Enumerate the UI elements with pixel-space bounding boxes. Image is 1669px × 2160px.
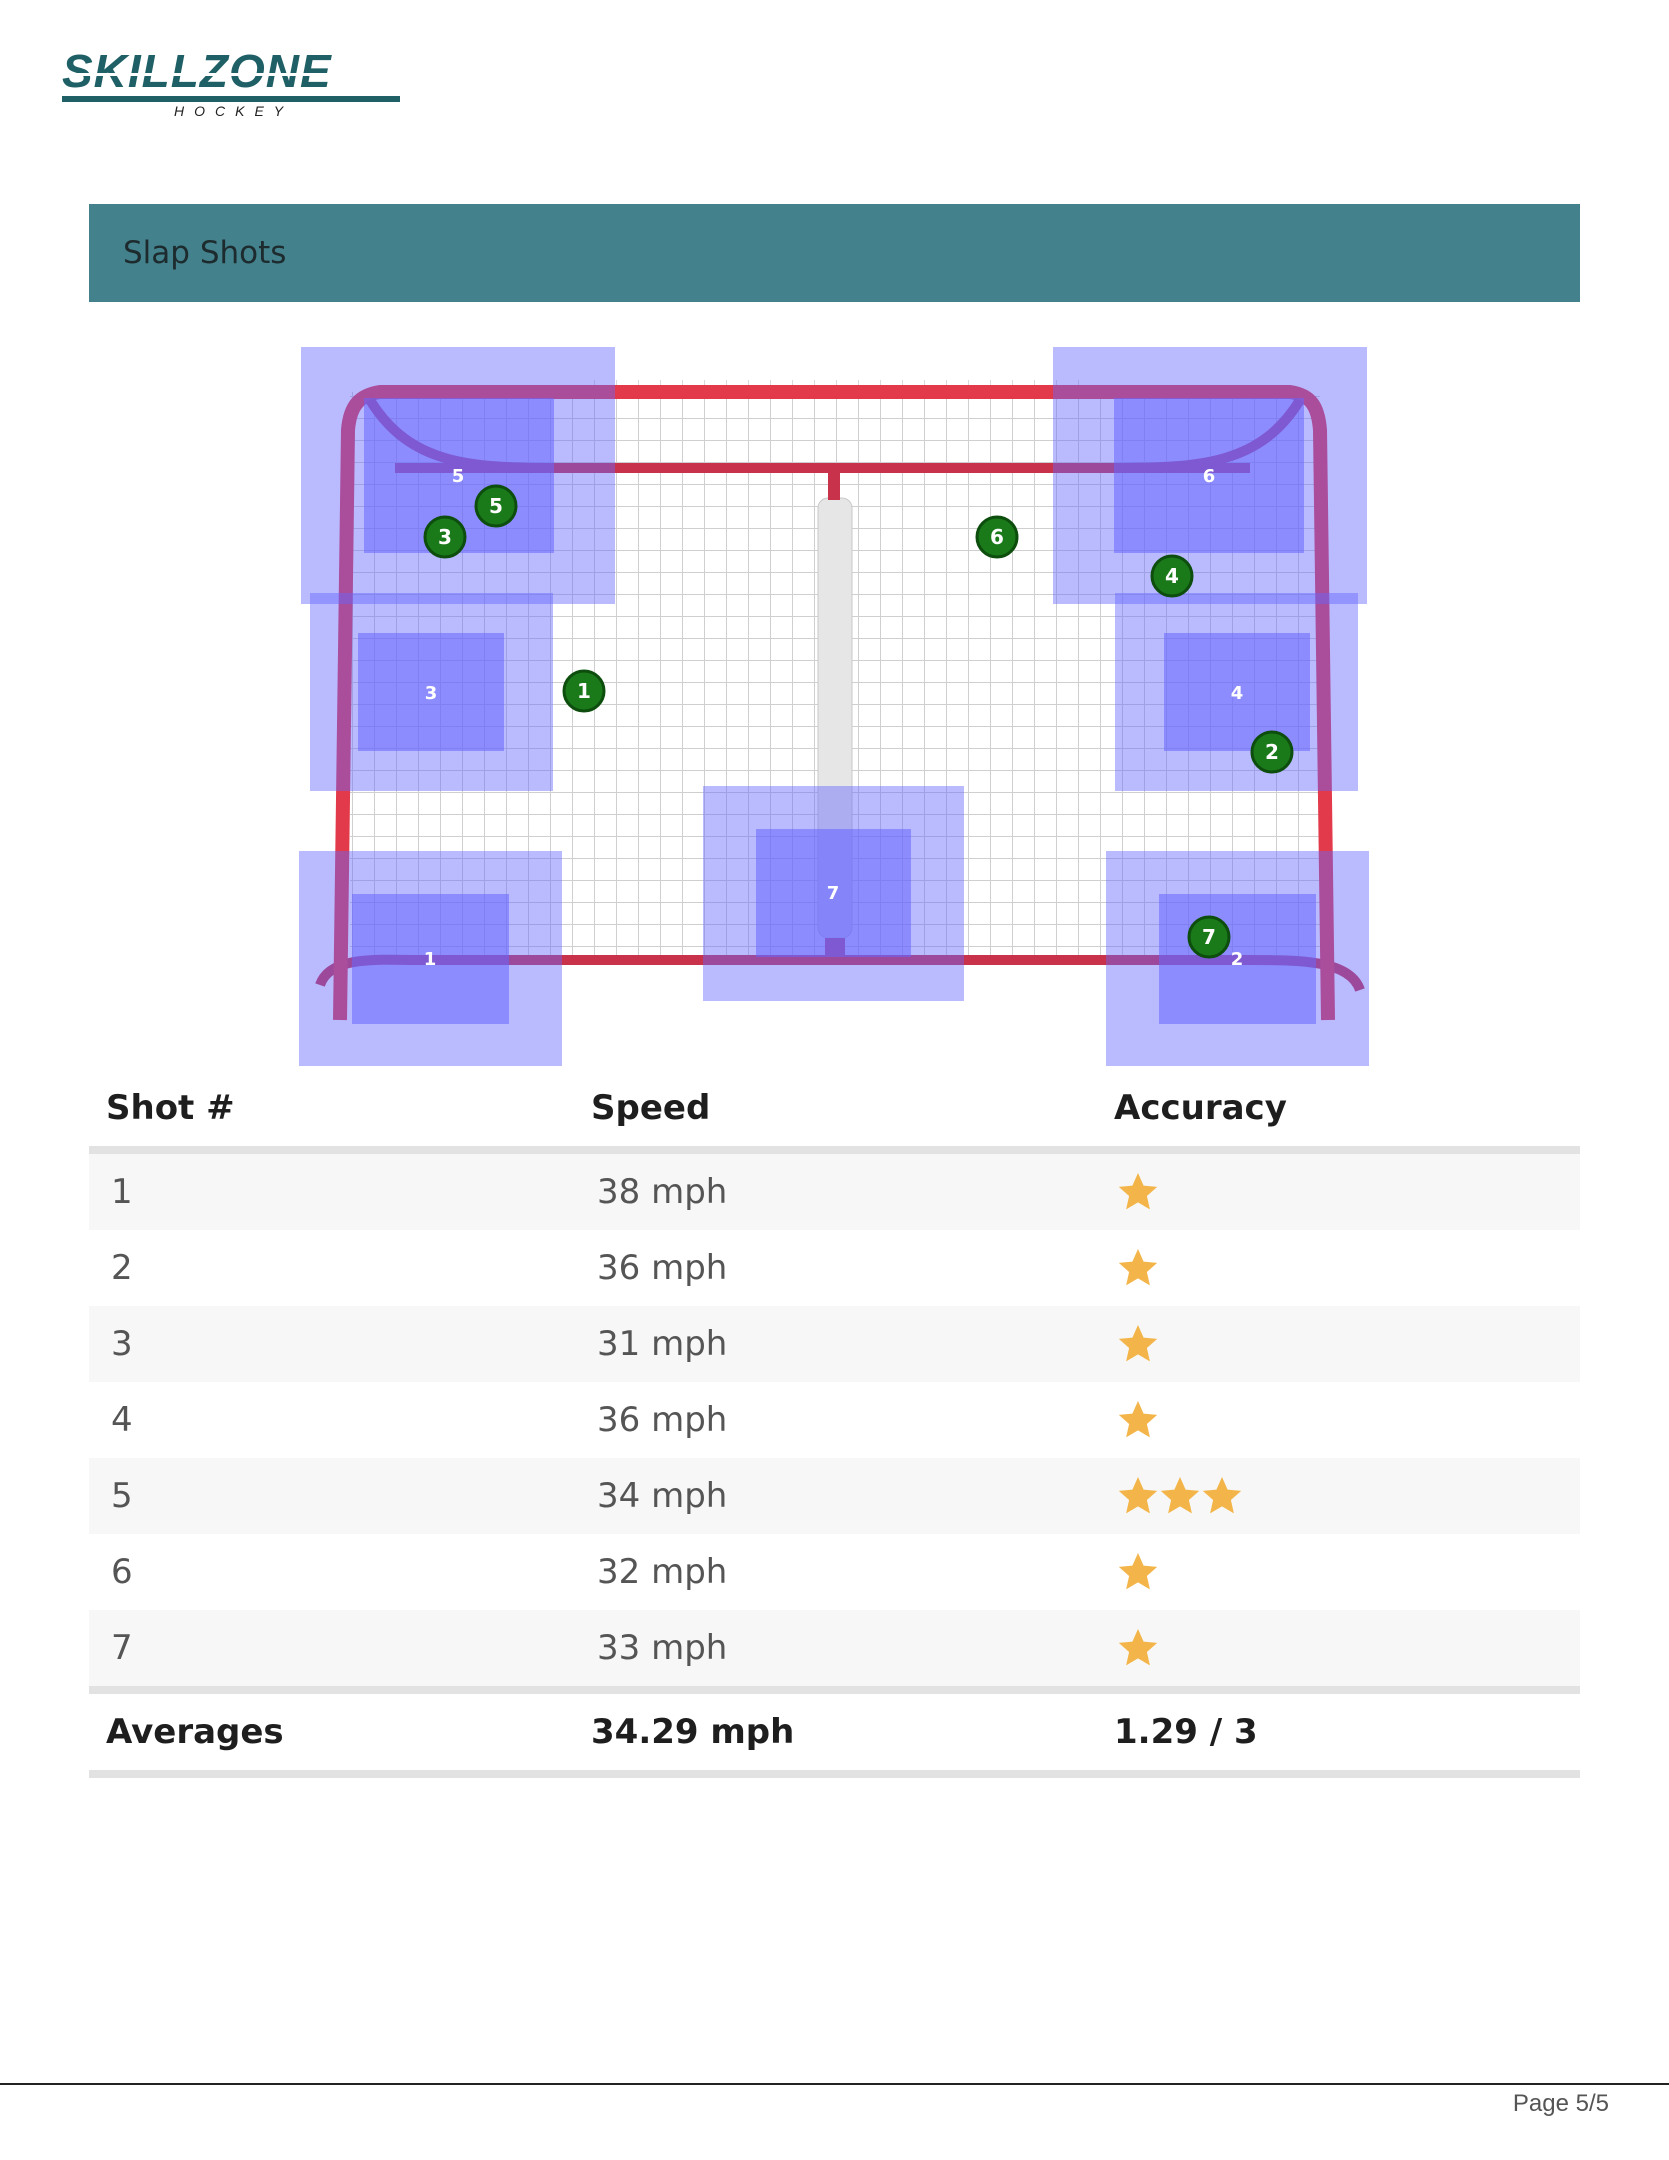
shot-speed: 36 mph xyxy=(597,1400,728,1440)
svg-text:5: 5 xyxy=(489,494,503,518)
logo-stripe xyxy=(64,73,400,76)
shot-marker-6: 6 xyxy=(975,515,1019,559)
zone-label: 2 xyxy=(1231,949,1244,970)
averages-speed: 34.29 mph xyxy=(591,1712,795,1752)
accuracy-stars xyxy=(1117,1458,1243,1534)
zone-4-inner xyxy=(1164,633,1310,751)
accuracy-stars xyxy=(1117,1534,1159,1610)
table-body: 1 38 mph 2 36 mph 3 31 mph 4 36 mph 5 34 mph 6 32 m… xyxy=(89,1154,1580,1686)
shot-number: 2 xyxy=(111,1248,133,1288)
accuracy-stars xyxy=(1117,1382,1159,1458)
star-icon xyxy=(1118,1249,1158,1286)
table-averages-row: Averages 34.29 mph 1.29 / 3 xyxy=(89,1686,1580,1778)
shot-speed: 32 mph xyxy=(597,1552,728,1592)
goal-diagram: 5 6 3 4 7 1 2 1 2 3 4 5 6 xyxy=(299,347,1369,1066)
table-row: 3 31 mph xyxy=(89,1306,1580,1382)
zone-7-inner xyxy=(756,829,911,957)
svg-text:6: 6 xyxy=(990,525,1004,549)
svg-text:1: 1 xyxy=(577,679,591,703)
accuracy-stars xyxy=(1117,1306,1159,1382)
skillzone-logo: SKILLZONE HOCKEY xyxy=(62,45,402,119)
svg-text:3: 3 xyxy=(438,525,452,549)
zone-6-inner xyxy=(1114,398,1304,553)
logo-wordmark: SKILLZONE xyxy=(62,45,332,97)
star-icon xyxy=(1118,1477,1158,1514)
shot-number: 4 xyxy=(111,1400,133,1440)
shot-speed: 33 mph xyxy=(597,1628,728,1668)
shot-number: 5 xyxy=(111,1476,133,1516)
zone-3-inner xyxy=(358,633,504,751)
shots-table: Shot # Speed Accuracy 1 38 mph 2 36 mph 3 31 … xyxy=(89,1070,1580,1778)
table-row: 7 33 mph xyxy=(89,1610,1580,1686)
shot-speed: 34 mph xyxy=(597,1476,728,1516)
zone-label: 7 xyxy=(827,883,840,904)
table-row: 1 38 mph xyxy=(89,1154,1580,1230)
shot-marker-1: 1 xyxy=(562,669,606,713)
accuracy-stars xyxy=(1117,1610,1159,1686)
star-icon xyxy=(1118,1629,1158,1666)
shot-speed: 31 mph xyxy=(597,1324,728,1364)
table-row: 2 36 mph xyxy=(89,1230,1580,1306)
header-accuracy: Accuracy xyxy=(1114,1088,1287,1128)
shot-number: 7 xyxy=(111,1628,133,1668)
goal-frame xyxy=(333,385,1335,1021)
zone-1-inner xyxy=(352,894,509,1024)
svg-text:4: 4 xyxy=(1165,564,1179,588)
star-icon xyxy=(1118,1401,1158,1438)
target-zones xyxy=(299,347,1369,1066)
zone-label: 3 xyxy=(425,683,438,704)
footer-divider xyxy=(0,2083,1669,2085)
logo-underline xyxy=(62,96,400,102)
star-icon xyxy=(1118,1553,1158,1590)
shot-speed: 36 mph xyxy=(597,1248,728,1288)
logo-subtext: HOCKEY xyxy=(174,103,294,119)
table-row: 4 36 mph xyxy=(89,1382,1580,1458)
table-header: Shot # Speed Accuracy xyxy=(89,1070,1580,1154)
shot-number: 3 xyxy=(111,1324,133,1364)
svg-text:2: 2 xyxy=(1265,740,1279,764)
star-icon xyxy=(1118,1325,1158,1362)
header-shot: Shot # xyxy=(106,1088,235,1128)
shot-marker-3: 3 xyxy=(423,515,467,559)
goal-center-support-top xyxy=(828,470,840,500)
accuracy-stars xyxy=(1117,1154,1159,1230)
star-icon xyxy=(1160,1477,1200,1514)
star-icon xyxy=(1118,1173,1158,1210)
averages-accuracy: 1.29 / 3 xyxy=(1114,1712,1258,1752)
zone-2-inner xyxy=(1159,894,1316,1024)
star-icon xyxy=(1202,1477,1242,1514)
shot-number: 1 xyxy=(111,1172,133,1212)
shot-marker-5: 5 xyxy=(474,484,518,528)
section-title: Slap Shots xyxy=(123,235,287,271)
svg-text:7: 7 xyxy=(1202,925,1216,949)
section-header: Slap Shots xyxy=(89,204,1580,302)
shot-marker-4: 4 xyxy=(1150,554,1194,598)
header-speed: Speed xyxy=(591,1088,711,1128)
zone-label: 4 xyxy=(1231,683,1244,704)
zone-label: 6 xyxy=(1203,466,1216,487)
table-row: 5 34 mph xyxy=(89,1458,1580,1534)
page-number: Page 5/5 xyxy=(1512,2090,1609,2117)
shot-marker-2: 2 xyxy=(1250,730,1294,774)
averages-label: Averages xyxy=(106,1712,284,1752)
accuracy-stars xyxy=(1117,1230,1159,1306)
shot-number: 6 xyxy=(111,1552,133,1592)
shot-marker-7: 7 xyxy=(1187,915,1231,959)
zone-label: 1 xyxy=(424,949,437,970)
zone-label: 5 xyxy=(452,466,465,487)
shot-speed: 38 mph xyxy=(597,1172,728,1212)
table-row: 6 32 mph xyxy=(89,1534,1580,1610)
